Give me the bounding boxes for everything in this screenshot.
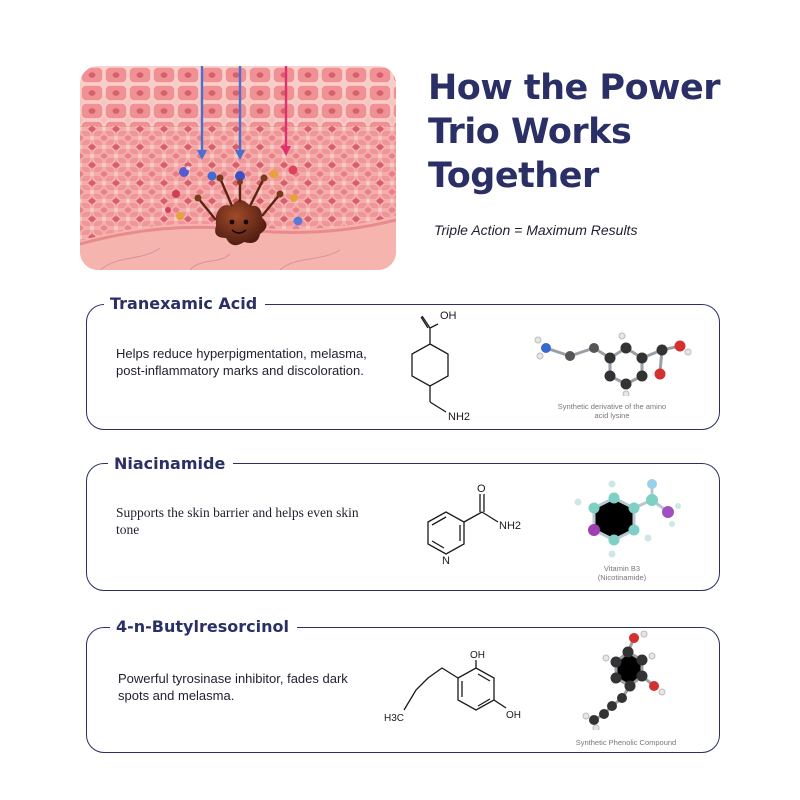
formula-label-h3c: H3C [384, 713, 404, 724]
ingredient-description-niacinamide: Supports the skin barrier and helps even… [116, 505, 359, 537]
tranexamic-acid-structure: OH NH2 [411, 310, 470, 423]
ingredient-name-niacinamide: Niacinamide [108, 454, 234, 474]
page-subtitle: Triple Action = Maximum Results [434, 222, 638, 238]
formula-label-oh: OH [440, 310, 457, 322]
ingredient-card-butylresorcinol [86, 627, 720, 753]
formula-label-oh-top: OH [470, 650, 485, 661]
page-title: How the Power Trio Works Together [428, 68, 720, 196]
formula-label-o: O [477, 483, 486, 495]
ingredient-name-tranexamic-acid: Tranexamic Acid [104, 294, 266, 314]
ingredient-description-tranexamic-acid: Helps reduce hyperpigmentation, melasma,… [116, 346, 367, 378]
niacinamide-caption: Vitamin B3 (Nicotinamide) [597, 564, 647, 582]
niacinamide-3d-model [574, 479, 681, 558]
ingredient-name-butylresorcinol: 4-n-Butylresorcinol [110, 617, 297, 637]
tranexamic-acid-caption: Synthetic derivative of the amino acid l… [557, 402, 667, 420]
formula-label-nh2: NH2 [448, 411, 470, 423]
skin-illustration [80, 66, 396, 270]
formula-label-n: N [442, 555, 450, 567]
tranexamic-acid-3d-model [534, 332, 692, 396]
ingredient-card-niacinamide [86, 463, 720, 591]
ingredient-card-tranexamic-acid [86, 304, 720, 430]
butylresorcinol-3d-model [582, 630, 666, 730]
formula-label-nh2: NH2 [499, 520, 521, 532]
formula-label-oh-bottom: OH [506, 710, 521, 721]
butylresorcinol-caption: Synthetic Phenolic Compound [575, 738, 677, 747]
niacinamide-structure: O NH2 N [427, 483, 521, 567]
ingredient-description-butylresorcinol: Powerful tyrosinase inhibitor, fades dar… [118, 671, 348, 703]
melanocyte [194, 174, 284, 246]
skin-cells-graphic [80, 66, 396, 270]
molecule-dots [165, 165, 303, 226]
butylresorcinol-structure: OH H3C OH [384, 650, 521, 724]
